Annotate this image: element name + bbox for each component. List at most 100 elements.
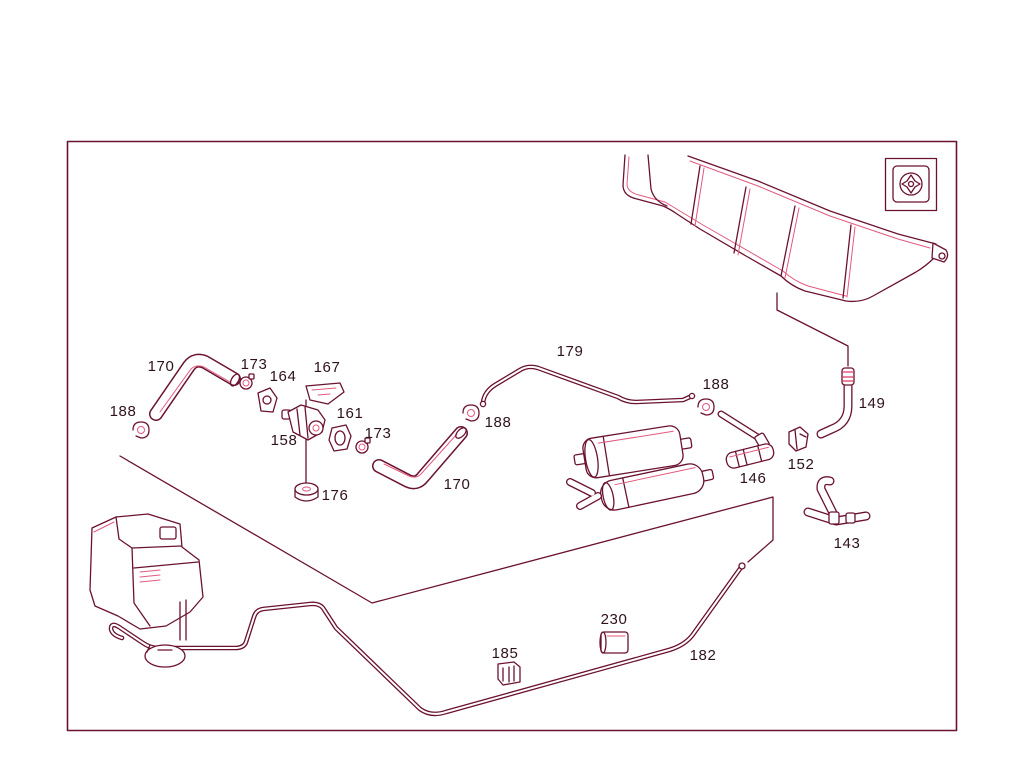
callout-167[interactable]: 167 [314, 359, 341, 376]
canister-hatch [93, 521, 161, 583]
callout-188-middle[interactable]: 188 [485, 414, 512, 431]
filter-upper-highlight [597, 430, 674, 444]
hose-170-lower-inner [373, 427, 467, 488]
part-173-clamp-lower [355, 437, 371, 454]
callout-170-upper[interactable]: 170 [148, 358, 175, 375]
clip-188-left-ring [132, 421, 150, 439]
part-146-line [717, 410, 775, 469]
callout-170-lower[interactable]: 170 [444, 476, 471, 493]
clamp-173-upper-tab [248, 373, 255, 380]
clip-152-body [788, 426, 809, 452]
filter-lower-cap [601, 481, 615, 511]
tank-ribs [690, 165, 852, 299]
cylinder-230-body [600, 631, 629, 654]
hose-170-upper-inner [150, 355, 240, 420]
symbol-border [884, 157, 938, 212]
callout-labels: 170 173 164 167 188 161 173 158 176 179 … [110, 343, 886, 664]
cylinder-230-face [599, 631, 607, 654]
clip-188-right-ring [697, 398, 715, 416]
canister-valve [144, 644, 186, 668]
callout-179[interactable]: 179 [557, 343, 584, 360]
callout-161[interactable]: 161 [337, 405, 364, 422]
clip-188-middle-hole [467, 409, 475, 417]
hose-149-connector-rings [842, 371, 854, 382]
part-173-clamp-upper [239, 373, 255, 390]
ring-161-hole [334, 430, 346, 446]
callout-143[interactable]: 143 [834, 535, 861, 552]
callout-158[interactable]: 158 [271, 432, 298, 449]
filter-lower-highlight [614, 467, 696, 486]
filter-lower [599, 463, 715, 511]
canister-stem [179, 599, 187, 641]
clip-152-detail [794, 429, 807, 450]
part-167-plate [305, 382, 345, 405]
pipe-179-end-right [688, 392, 696, 400]
tee-143-end [845, 512, 856, 524]
part-149-hose [816, 367, 855, 439]
line-146-sleeve [725, 443, 775, 469]
charcoal-canister [89, 513, 204, 668]
callout-173-upper[interactable]: 173 [241, 356, 268, 373]
tank-side-face [647, 154, 668, 207]
diagram-frame [66, 140, 958, 732]
callout-230[interactable]: 230 [601, 611, 628, 628]
clamp-173-lower-tab [364, 437, 371, 444]
filter-upper [573, 425, 693, 479]
part-185-clip [497, 661, 521, 686]
fuel-tank [622, 154, 949, 303]
clamp-173-upper-ring [239, 376, 253, 390]
canister-edges [115, 516, 199, 627]
callout-185[interactable]: 185 [492, 645, 519, 662]
part-170-hose-lower [372, 426, 468, 490]
fuel-filters [566, 425, 715, 511]
part-158-valve [281, 404, 326, 441]
nut-176-top [294, 482, 319, 496]
hose-170-lower-highlight [383, 433, 458, 478]
nut-176-hole [302, 486, 311, 492]
callout-188-right[interactable]: 188 [703, 376, 730, 393]
hose-149-inner [817, 382, 852, 438]
callout-182[interactable]: 182 [690, 647, 717, 664]
clip-188-middle-ring [462, 404, 480, 422]
callout-164[interactable]: 164 [270, 368, 297, 385]
symbol-plate [892, 165, 930, 203]
tank-outlet-port [938, 252, 946, 260]
pipe-179-end-left [479, 400, 487, 408]
part-179-pipe [479, 364, 696, 408]
canister-leader-line [119, 455, 774, 604]
callout-152[interactable]: 152 [788, 456, 815, 473]
valve-158-ribs [296, 406, 309, 439]
callout-176[interactable]: 176 [322, 487, 349, 504]
symbol-cap-grip [901, 174, 921, 194]
callout-188-left[interactable]: 188 [110, 403, 137, 420]
plate-167-detail [311, 387, 337, 396]
tee-143-collar [828, 511, 840, 525]
callout-173-lower[interactable]: 173 [365, 425, 392, 442]
filter-tee-inner [567, 479, 601, 509]
clamp-173-upper-hole [242, 379, 250, 387]
clip-188-left-hole [137, 426, 145, 434]
callout-149[interactable]: 149 [859, 395, 886, 412]
valve-158-port-hole [312, 424, 320, 432]
callout-146[interactable]: 146 [740, 470, 767, 487]
part-230-cylinder [599, 631, 629, 654]
symbol-cap-ring [899, 172, 923, 196]
plate-167-body [305, 382, 345, 405]
hose-170-upper-highlight [159, 365, 231, 413]
line-146-tube-inner [718, 411, 762, 441]
tank-outline-highlight [626, 156, 847, 297]
pipe-182-inner [110, 565, 743, 715]
part-152-clip [788, 426, 809, 452]
sleeve-highlight [729, 446, 769, 458]
part-164-bracket [257, 387, 278, 413]
bracket-164-hole [262, 395, 272, 405]
sleeve-rings [734, 445, 763, 468]
part-188-clip-left [132, 421, 150, 439]
bracket-164-body [257, 387, 278, 413]
tank-lip-highlight [689, 160, 931, 249]
valve-158-port [308, 420, 324, 436]
canister-valve-detail [146, 644, 173, 653]
part-143-tee [803, 476, 871, 526]
tank-lip [687, 155, 937, 245]
